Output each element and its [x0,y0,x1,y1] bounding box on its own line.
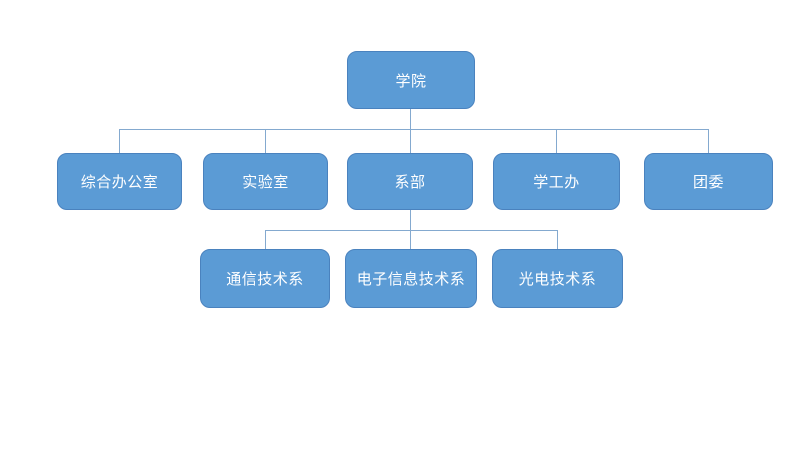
org-node-general-office-label: 综合办公室 [80,174,159,191]
org-node-student-affairs-label: 学工办 [533,174,580,191]
connector-drop-student-affairs [556,129,557,154]
connector-drop-general-office [119,129,120,154]
org-node-electronic-info-tech-label: 电子信息技术系 [356,271,466,288]
connector-level3-bus [265,230,558,231]
connector-drop-optoelectronic-tech [557,230,558,249]
connector-root-stem [410,109,411,129]
org-node-youth-league[interactable]: 团委 [644,153,773,210]
connector-drop-youth-league [708,129,709,154]
connector-drop-laboratory [265,129,266,154]
connector-drop-communication-tech [265,230,266,249]
connector-level2-bus [119,129,709,130]
org-node-laboratory[interactable]: 实验室 [203,153,328,210]
org-node-laboratory-label: 实验室 [242,174,289,191]
org-node-college-label: 学院 [395,72,427,90]
org-node-electronic-info-tech[interactable]: 电子信息技术系 [345,249,477,308]
org-node-youth-league-label: 团委 [692,174,724,191]
org-node-student-affairs[interactable]: 学工办 [493,153,620,210]
org-node-college[interactable]: 学院 [347,51,475,109]
org-node-departments-label: 系部 [394,174,426,191]
connector-departments-stem [410,210,411,230]
connector-drop-electronic-info-tech [410,230,411,249]
org-node-optoelectronic-tech[interactable]: 光电技术系 [492,249,623,308]
org-node-communication-tech-label: 通信技术系 [226,271,304,288]
org-node-communication-tech[interactable]: 通信技术系 [200,249,330,308]
org-node-general-office[interactable]: 综合办公室 [57,153,182,210]
org-node-departments[interactable]: 系部 [347,153,473,210]
org-node-optoelectronic-tech-label: 光电技术系 [518,271,597,288]
connector-drop-departments [410,129,411,154]
